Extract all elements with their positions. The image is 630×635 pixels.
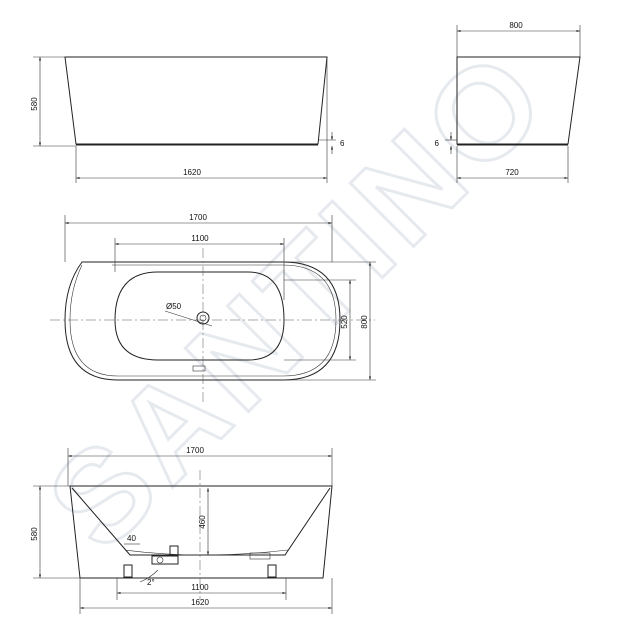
drain-leader-line bbox=[164, 310, 213, 327]
foot-left bbox=[123, 564, 133, 578]
side-height-label: 580 bbox=[30, 97, 39, 111]
foot-right bbox=[267, 564, 277, 578]
overflow-fitting bbox=[249, 552, 271, 560]
end-view: 800 720 6 bbox=[435, 21, 581, 183]
side-view-top: 580 1620 6 bbox=[30, 56, 345, 183]
end-foot-label: 6 bbox=[435, 139, 440, 148]
section-height-label: 580 bbox=[30, 527, 39, 541]
end-top-width-label: 800 bbox=[509, 21, 523, 30]
section-outer-shell bbox=[69, 485, 333, 579]
watermark-logo: SANTINO bbox=[18, 18, 577, 577]
section-base-length-label: 1620 bbox=[191, 598, 209, 607]
drain-label: Ø50 bbox=[166, 302, 182, 311]
drain-trap bbox=[151, 555, 179, 565]
side-foot-label: 6 bbox=[340, 139, 345, 148]
plan-view: Ø50 1700 1100 520 800 bbox=[50, 213, 376, 402]
drain-pipe bbox=[169, 545, 179, 557]
watermark-text: SANTINO bbox=[20, 20, 576, 576]
section-inner-length-label: 1100 bbox=[191, 583, 209, 592]
plan-inner-width-label: 520 bbox=[340, 315, 349, 329]
overflow-outlet bbox=[192, 365, 206, 372]
slope-arc bbox=[139, 569, 159, 583]
section-depth-label: 460 bbox=[198, 515, 207, 529]
section-slope-label: 2° bbox=[147, 578, 155, 587]
plan-inner-length-label: 1100 bbox=[191, 234, 209, 243]
side-length-label: 1620 bbox=[183, 168, 201, 177]
section-view: 1700 580 460 40 2° 1100 1620 bbox=[30, 446, 333, 614]
side-view-outline bbox=[64, 56, 328, 145]
end-view-outline bbox=[456, 56, 581, 145]
end-bottom-width-label: 720 bbox=[505, 168, 519, 177]
section-offset-label: 40 bbox=[127, 534, 136, 543]
plan-rim-inner-edge bbox=[69, 264, 337, 377]
drain-assembly bbox=[151, 545, 179, 565]
plan-outer-width-label: 800 bbox=[360, 315, 369, 329]
section-basin-floor bbox=[124, 549, 289, 556]
section-outer-length-label: 1700 bbox=[186, 446, 204, 455]
plan-outer-length-label: 1700 bbox=[189, 213, 207, 222]
drain-fitting bbox=[156, 556, 164, 564]
